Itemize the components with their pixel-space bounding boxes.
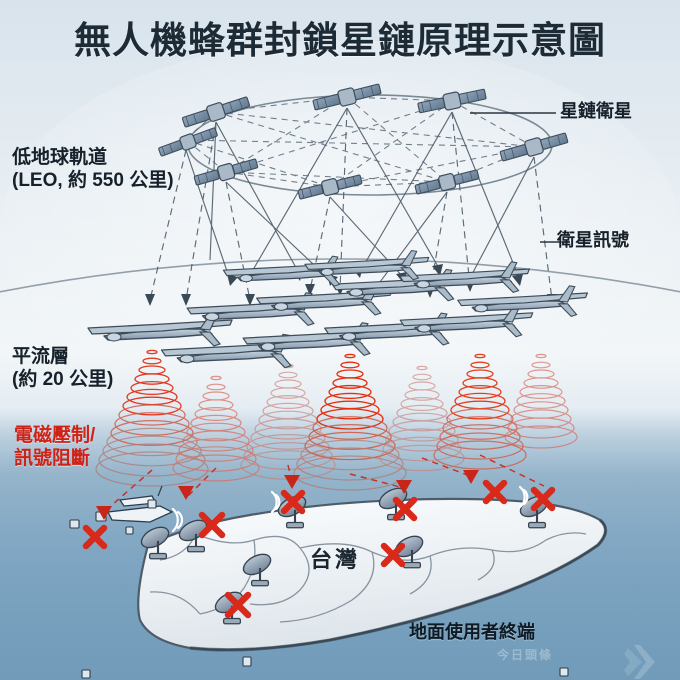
- watermark-logo-icon: [624, 645, 655, 679]
- jam-cone: [379, 365, 465, 472]
- naval-vessels: [69, 485, 569, 679]
- jam-cone: [95, 349, 209, 487]
- label-ground-user-terminal: 地面使用者終端: [409, 622, 535, 642]
- jam-downlinks: [103, 454, 545, 513]
- taiwan-island: [137, 497, 608, 652]
- satellite-constellation: [158, 83, 569, 200]
- jam-cone: [172, 375, 260, 482]
- jam-cone: [433, 353, 527, 470]
- watermark-text: 今日頭條: [497, 648, 554, 662]
- jamming-cones: [95, 349, 578, 491]
- label-satellite-signal: 衛星訊號: [557, 230, 629, 250]
- page-title: 無人機蜂群封鎖星鏈原理示意圖: [74, 20, 606, 61]
- label-starlink-satellite: 星鏈衛星: [560, 101, 632, 121]
- label-electromagnetic-suppression: 電磁壓制/ 訊號阻斷: [14, 425, 96, 470]
- inter-satellite-links: [185, 96, 535, 188]
- leader-lines: [470, 112, 560, 243]
- label-leo-orbit: 低地球軌道 (LEO, 約 550 公里): [12, 147, 174, 192]
- terminal-signal-arcs: [171, 485, 529, 533]
- jam-cone: [504, 353, 578, 449]
- drone-swarm: [87, 249, 588, 369]
- blocked-link-markers: [82, 470, 556, 619]
- jam-cone: [293, 353, 407, 491]
- label-taiwan: 台灣: [310, 547, 361, 572]
- label-stratosphere: 平流層 (約 20 公里): [12, 346, 114, 391]
